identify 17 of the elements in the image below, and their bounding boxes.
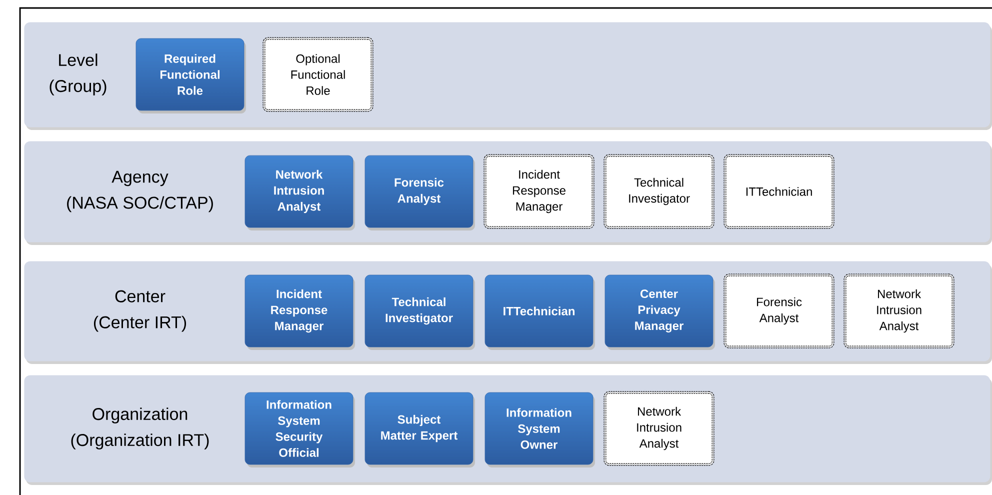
optional-role-box: Optional Functional Role xyxy=(262,37,374,112)
required-role-box: Center Privacy Manager xyxy=(604,274,714,348)
required-role-box: Network Intrusion Analyst xyxy=(244,155,354,228)
optional-role-box: Network Intrusion Analyst xyxy=(844,274,954,348)
required-role-box: Information System Owner xyxy=(484,392,594,465)
required-role-box: ITTechnician xyxy=(484,274,594,348)
required-role-box: Forensic Analyst xyxy=(364,155,474,228)
optional-role-box: Network Intrusion Analyst xyxy=(604,391,714,466)
required-role-box: Subject Matter Expert xyxy=(364,392,474,465)
optional-role-box: Forensic Analyst xyxy=(724,274,834,348)
optional-role-box: Technical Investigator xyxy=(604,154,714,229)
optional-role-box: Incident Response Manager xyxy=(484,154,594,229)
required-role-box: Required Functional Role xyxy=(136,38,244,111)
optional-role-box: ITTechnician xyxy=(724,154,834,229)
required-role-box: Incident Response Manager xyxy=(244,274,354,348)
required-role-box: Technical Investigator xyxy=(364,274,474,348)
required-role-box: Information System Security Official xyxy=(244,392,354,465)
